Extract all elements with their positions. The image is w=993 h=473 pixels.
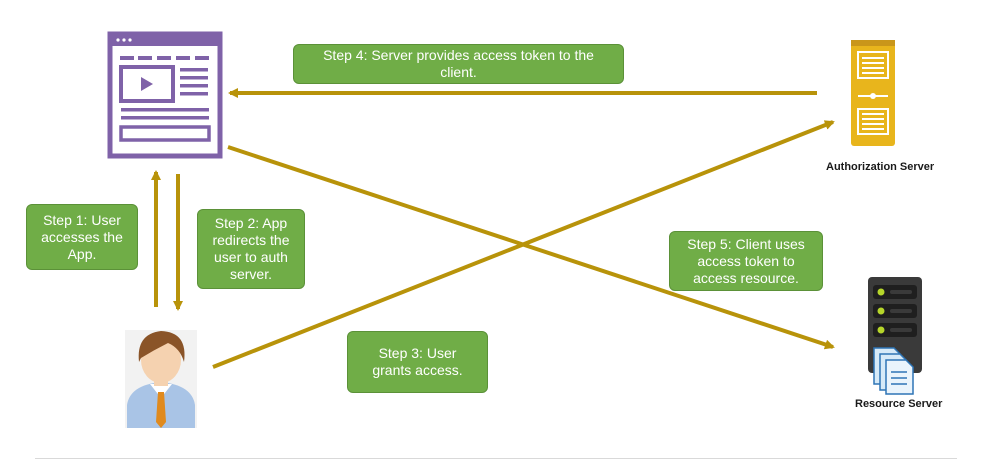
step-3-box: Step 3: User grants access. [347,331,488,393]
user-avatar-icon [125,330,197,428]
authorization-server-label: Authorization Server [826,161,935,173]
step-5-text: Step 5: Client uses access token to acce… [687,235,805,286]
step-2-box: Step 2: App redirects the user to auth s… [197,209,305,289]
server-tower-icon [851,40,895,146]
step-4-box: Step 4: Server provides access token to … [293,44,624,84]
step-3-text: Step 3: User grants access. [372,345,463,378]
step-1-box: Step 1: User accesses the App. [26,204,138,270]
arrow-step5-app-to-resource-server [227,145,835,350]
bottom-divider [35,458,957,459]
server-rack-icon [868,277,922,395]
browser-window-icon [107,31,223,159]
resource-server-label: Resource Server [855,398,943,410]
step-1-text: Step 1: User accesses the App. [41,211,123,262]
step-5-box: Step 5: Client uses access token to acce… [669,231,823,291]
step-4-text: Step 4: Server provides access token to … [323,47,594,80]
step-2-text: Step 2: App redirects the user to auth s… [212,215,290,282]
